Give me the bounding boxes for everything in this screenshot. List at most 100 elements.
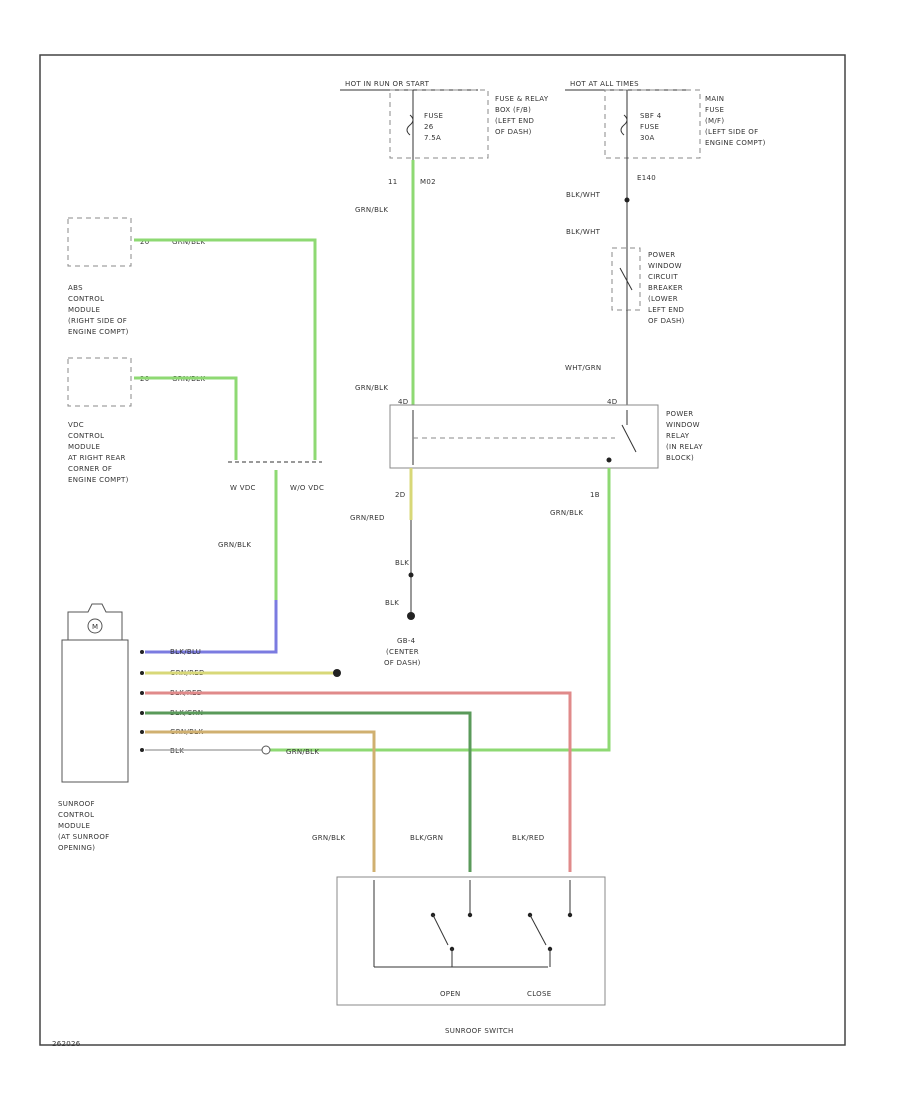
module-wire-grn-blk-2: GRN/BLK — [286, 748, 319, 756]
svg-text:POWER: POWER — [666, 410, 693, 418]
breaker-outline — [611, 247, 641, 311]
svg-text:ENGINE COMPT): ENGINE COMPT) — [68, 328, 129, 336]
relay-pin-2: 4D — [607, 398, 617, 406]
svg-text:MODULE: MODULE — [68, 306, 100, 314]
wire-vdc — [134, 376, 238, 460]
svg-text:(AT SUNROOF: (AT SUNROOF — [58, 833, 110, 841]
svg-text:FUSE & RELAY: FUSE & RELAY — [495, 95, 549, 103]
svg-text:ENGINE COMPT): ENGINE COMPT) — [705, 139, 766, 147]
switch-wire-label-1: GRN/BLK — [312, 834, 345, 842]
vdc-module-box — [67, 357, 132, 407]
svg-text:BREAKER: BREAKER — [648, 284, 683, 292]
svg-text:OF DASH): OF DASH) — [495, 128, 532, 136]
svg-text:OPENING): OPENING) — [58, 844, 95, 852]
svg-text:(LOWER: (LOWER — [648, 295, 678, 303]
svg-text:OF DASH): OF DASH) — [384, 659, 421, 667]
motor-icon — [87, 618, 103, 634]
svg-text:CONTROL: CONTROL — [68, 432, 104, 440]
svg-text:FUSE: FUSE — [424, 112, 443, 120]
abs-wire-label: GRN/BLK — [172, 238, 205, 246]
svg-text:BOX (F/B): BOX (F/B) — [495, 106, 531, 114]
fuse-circuit-code: M02 — [420, 178, 436, 186]
wire-label-blk-2: BLK — [385, 599, 399, 607]
svg-text:VDC: VDC — [68, 421, 84, 429]
relay-contact-dot — [606, 457, 612, 463]
wire-blk-red-module — [145, 691, 572, 872]
relay-pin-4: 1B — [590, 491, 600, 499]
svg-text:(IN RELAY: (IN RELAY — [666, 443, 703, 451]
svg-text:MAIN: MAIN — [705, 95, 724, 103]
module-wire-blk-blu: BLK/BLU — [170, 648, 201, 656]
svg-text:MODULE: MODULE — [68, 443, 100, 451]
svg-text:SBF 4: SBF 4 — [640, 112, 662, 120]
wire-grn-blk-relay-out — [270, 468, 611, 752]
wire-blk-grn-module — [145, 711, 472, 872]
svg-text:RELAY: RELAY — [666, 432, 690, 440]
relay-pin-3: 2D — [395, 491, 405, 499]
abs-pin: 20 — [140, 238, 150, 246]
wire-label-grn-blk-3: GRN/BLK — [218, 541, 251, 549]
sunroof-module-label: SUNROOF CONTROL MODULE (AT SUNROOF OPENI… — [58, 800, 110, 852]
fuse-box-label: FUSE & RELAY BOX (F/B) (LEFT END OF DASH… — [495, 95, 549, 136]
w-vdc-label: W VDC — [230, 484, 256, 492]
svg-text:BLOCK): BLOCK) — [666, 454, 694, 462]
fuse-26-symbol — [406, 114, 414, 136]
relay-box — [389, 404, 659, 469]
relay-contact-switch — [621, 424, 637, 453]
svg-text:GB-4: GB-4 — [397, 637, 416, 645]
svg-text:CONTROL: CONTROL — [58, 811, 94, 819]
ground-point — [407, 612, 415, 620]
connector-circle — [261, 745, 271, 755]
sunroof-module-box — [61, 639, 129, 783]
figure-code: 262026 — [52, 1040, 81, 1048]
fuse-26-label: FUSE 26 7.5A — [424, 112, 443, 142]
svg-text:FUSE: FUSE — [705, 106, 724, 114]
svg-text:(CENTER: (CENTER — [386, 648, 419, 656]
top-right-power-label: HOT AT ALL TIMES — [570, 80, 639, 88]
module-wire-blk: BLK — [170, 747, 184, 755]
top-left-power-label: HOT IN RUN OR START — [345, 80, 430, 88]
wire-label-blk-wht-2: BLK/WHT — [566, 228, 601, 236]
wire-label-grn-blk-1: GRN/BLK — [355, 206, 388, 214]
main-fuse-outline — [604, 89, 701, 159]
abs-module-box — [67, 217, 132, 267]
abs-module-label: ABS CONTROL MODULE (RIGHT SIDE OF ENGINE… — [68, 284, 129, 336]
svg-text:OF DASH): OF DASH) — [648, 317, 685, 325]
ground-splice — [408, 572, 414, 578]
relay-pin-1: 4D — [398, 398, 408, 406]
wire-label-wht-grn: WHT/GRN — [565, 364, 601, 372]
fuse-circuit-num: 11 — [388, 178, 398, 186]
switch-internals — [373, 880, 573, 968]
motor-housing — [67, 603, 123, 640]
svg-text:(M/F): (M/F) — [705, 117, 724, 125]
switch-title: SUNROOF SWITCH — [445, 1027, 514, 1035]
diagram-border — [39, 54, 846, 1046]
svg-text:CIRCUIT: CIRCUIT — [648, 273, 678, 281]
svg-text:FUSE: FUSE — [640, 123, 659, 131]
wire-grn-blk-module — [145, 730, 376, 872]
ground-label: GB-4 (CENTER OF DASH) — [384, 637, 421, 667]
breaker-switch — [619, 267, 633, 291]
main-fuse-label: SBF 4 FUSE 30A — [640, 112, 662, 142]
motor-label: M — [92, 623, 98, 631]
vdc-module-label: VDC CONTROL MODULE AT RIGHT REAR CORNER … — [68, 421, 128, 484]
wire-grn-red-end — [333, 669, 341, 677]
svg-text:(LEFT END: (LEFT END — [495, 117, 534, 125]
svg-text:ABS: ABS — [68, 284, 83, 292]
wire-label-blk-wht-1: BLK/WHT — [566, 191, 601, 199]
svg-text:LEFT END: LEFT END — [648, 306, 684, 314]
module-connectors — [140, 650, 144, 752]
fuse-box-outline — [389, 89, 489, 159]
svg-text:AT RIGHT REAR: AT RIGHT REAR — [68, 454, 126, 462]
wire-label-grn-blk-4: GRN/BLK — [550, 509, 583, 517]
svg-text:SUNROOF: SUNROOF — [58, 800, 95, 808]
relay-label: POWER WINDOW RELAY (IN RELAY BLOCK) — [666, 410, 703, 462]
switch-wire-label-3: BLK/RED — [512, 834, 544, 842]
svg-text:7.5A: 7.5A — [424, 134, 441, 142]
wire-abs — [134, 238, 317, 460]
main-box-label: MAIN FUSE (M/F) (LEFT SIDE OF ENGINE COM… — [705, 95, 766, 147]
switch-wire-label-2: BLK/GRN — [410, 834, 443, 842]
wire-blk-blu — [145, 600, 278, 654]
wire-label-blk-1: BLK — [395, 559, 409, 567]
